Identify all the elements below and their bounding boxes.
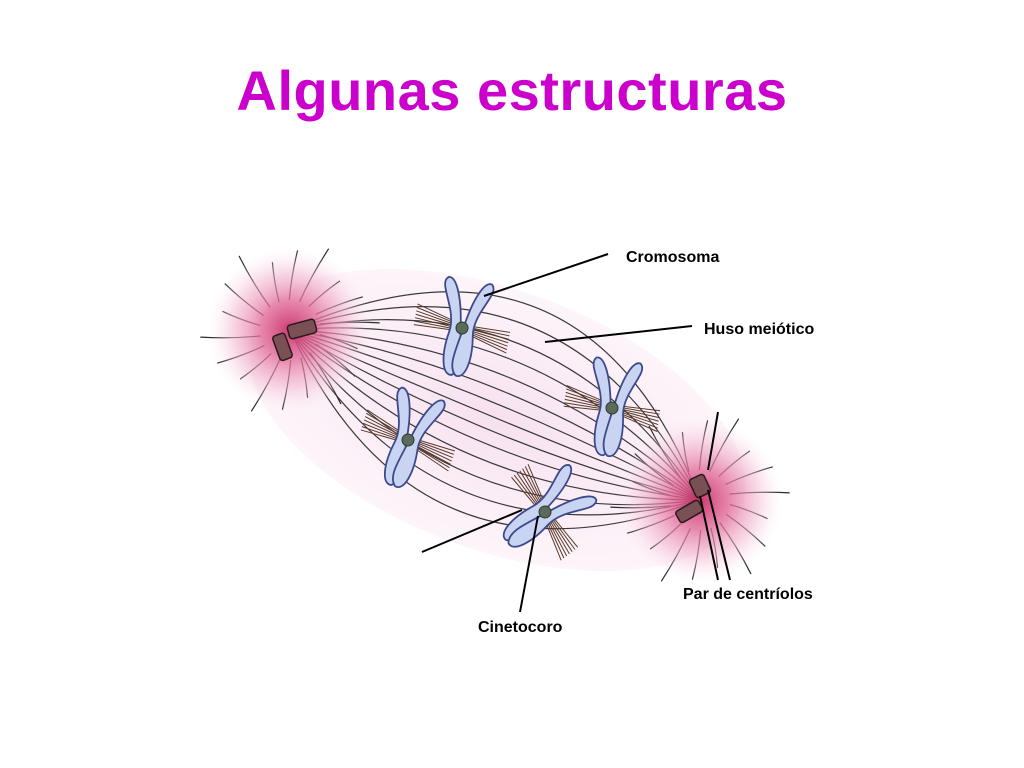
label-par-de-centriolos: Par de centríolos <box>683 586 813 603</box>
leader-centrioles-3 <box>707 411 719 471</box>
leader-centrioles-1 <box>707 489 731 581</box>
leader-spindle <box>544 325 693 343</box>
chromosome-top <box>413 276 511 377</box>
leader-kinetochore-1 <box>519 515 539 613</box>
leader-kinetochore-2 <box>421 509 523 553</box>
leader-centrioles-2 <box>699 495 719 581</box>
chromosome-left <box>360 386 456 488</box>
slide-title: Algunas estructuras <box>236 59 788 122</box>
label-cromosoma: Cromosoma <box>626 249 719 266</box>
label-huso-meiotico: Huso meiótico <box>704 321 814 338</box>
label-cinetocoro: Cinetocoro <box>478 619 563 636</box>
chromosomes <box>360 276 661 561</box>
leader-chromosome <box>483 253 609 297</box>
centriole-pair-right <box>675 473 712 524</box>
chromosome-bottom <box>502 464 598 561</box>
leader-lines <box>421 253 731 613</box>
spindle-fiber <box>289 291 701 501</box>
chromosome-right <box>563 356 661 457</box>
centriole-pair-left <box>272 318 318 362</box>
